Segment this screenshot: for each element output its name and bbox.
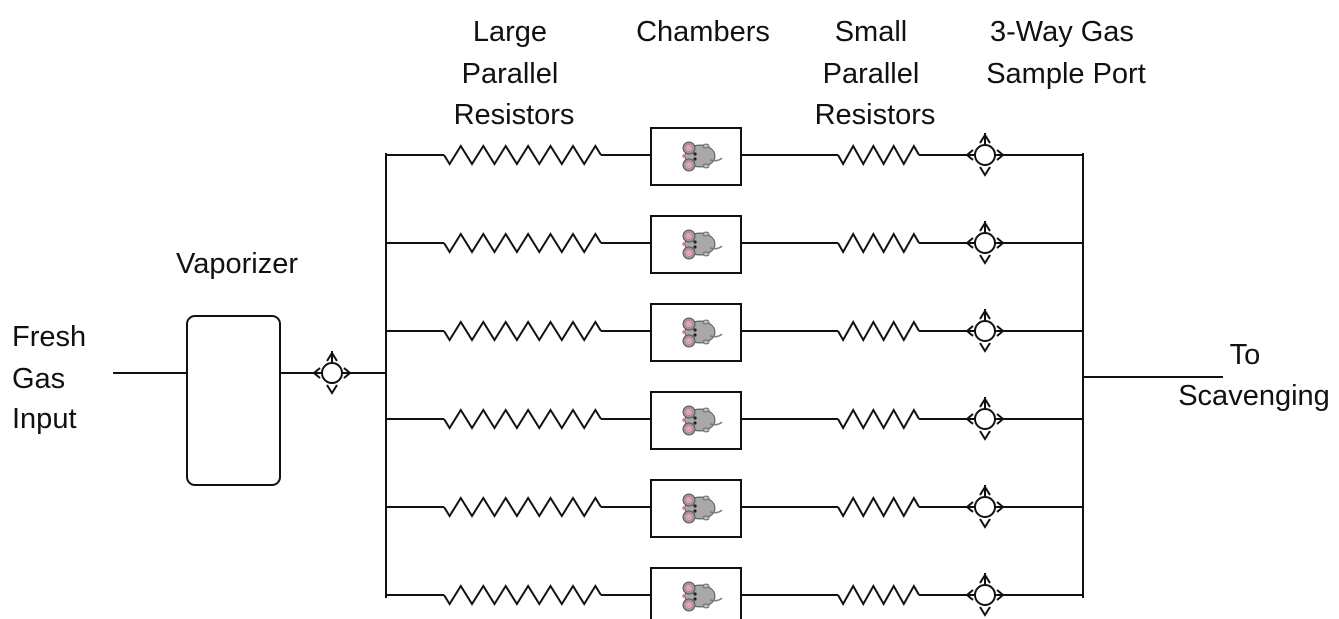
large-resistors-label: Large Parallel Resistors [454,16,575,131]
fresh-gas-label: Fresh Gas Input [12,321,94,435]
large-resistor-icon [443,408,602,430]
large-resistor-icon [443,232,602,254]
vaporizer-label: Vaporizer [176,248,298,280]
branches [386,127,1083,619]
large-resistor-icon [443,320,602,342]
vaporizer-box [186,315,281,486]
small-resistors-label: Small Parallel Resistors [815,16,936,131]
small-resistor-icon [837,143,920,167]
branch-row [386,303,1083,362]
branch-row [386,127,1083,186]
branch-row [386,567,1083,619]
branch-row [386,215,1083,274]
branch-row [386,391,1083,450]
chambers-label: Chambers [636,16,770,48]
branch-row [386,479,1083,538]
small-resistor-icon [837,583,920,607]
small-resistor-icon [837,319,920,343]
small-resistor-icon [837,407,920,431]
sample-port-label: 3-Way Gas Sample Port [986,16,1146,90]
large-resistor-icon [443,584,602,606]
scavenging-label: To Scavenging [1178,339,1330,412]
large-resistor-icon [443,144,602,166]
small-resistor-icon [837,495,920,519]
large-resistor-icon [443,496,602,518]
small-resistor-icon [837,231,920,255]
